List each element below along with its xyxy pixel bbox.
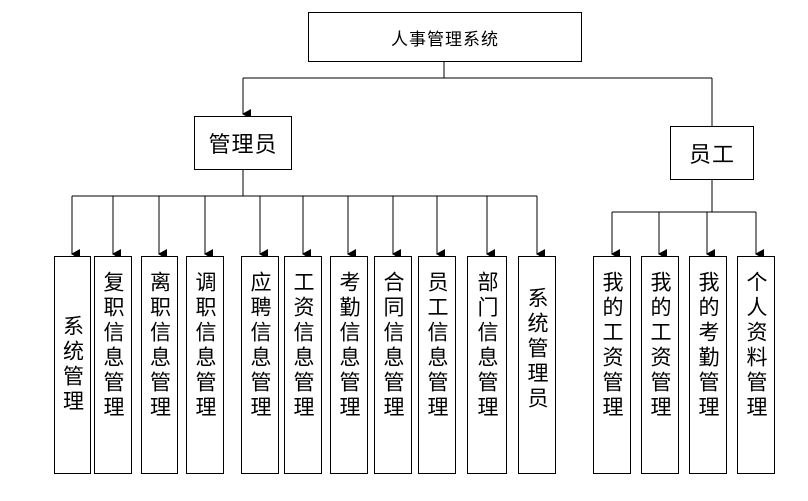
root-node: 人事管理系统 xyxy=(308,12,582,62)
admin-module-node: 应聘信息管理 xyxy=(241,256,279,474)
admin-module-label: 离职信息管理 xyxy=(147,271,172,421)
employee-node-label: 员工 xyxy=(688,143,735,168)
admin-module-label: 应聘信息管理 xyxy=(248,271,272,421)
admin-module-node: 系统管理 xyxy=(54,256,91,474)
employee-module-label: 我的工资管理 xyxy=(600,271,624,421)
root-node-label: 人事管理系统 xyxy=(391,29,499,50)
admin-module-label: 员工信息管理 xyxy=(425,271,449,421)
employee-module-node: 个人资料管理 xyxy=(737,256,775,474)
admin-module-label: 部门信息管理 xyxy=(475,271,499,421)
employee-module-node: 我的考勤管理 xyxy=(689,256,727,474)
admin-module-label: 系统管理员 xyxy=(525,287,549,412)
admin-module-label: 复职信息管理 xyxy=(101,271,125,421)
employee-node: 员工 xyxy=(670,126,754,180)
admin-node-label: 管理员 xyxy=(208,133,278,158)
admin-module-node: 员工信息管理 xyxy=(418,256,456,474)
employee-module-label: 我的工资管理 xyxy=(648,271,672,421)
admin-module-node: 系统管理员 xyxy=(518,256,556,474)
admin-module-node: 考勤信息管理 xyxy=(330,256,368,474)
admin-module-label: 系统管理 xyxy=(60,315,85,415)
admin-module-node: 调职信息管理 xyxy=(186,256,224,474)
employee-module-node: 我的工资管理 xyxy=(641,256,679,474)
admin-module-node: 工资信息管理 xyxy=(284,256,322,474)
admin-node: 管理员 xyxy=(194,116,292,170)
admin-module-label: 合同信息管理 xyxy=(381,271,405,421)
employee-module-label: 我的考勤管理 xyxy=(696,271,720,421)
admin-module-node: 合同信息管理 xyxy=(374,256,412,474)
admin-module-node: 离职信息管理 xyxy=(141,256,178,474)
employee-module-label: 个人资料管理 xyxy=(744,271,768,421)
employee-module-node: 我的工资管理 xyxy=(593,256,631,474)
admin-module-node: 部门信息管理 xyxy=(467,256,507,474)
admin-module-label: 调职信息管理 xyxy=(193,271,217,421)
admin-module-node: 复职信息管理 xyxy=(94,256,132,474)
admin-module-label: 工资信息管理 xyxy=(291,271,315,421)
admin-module-label: 考勤信息管理 xyxy=(337,271,361,421)
